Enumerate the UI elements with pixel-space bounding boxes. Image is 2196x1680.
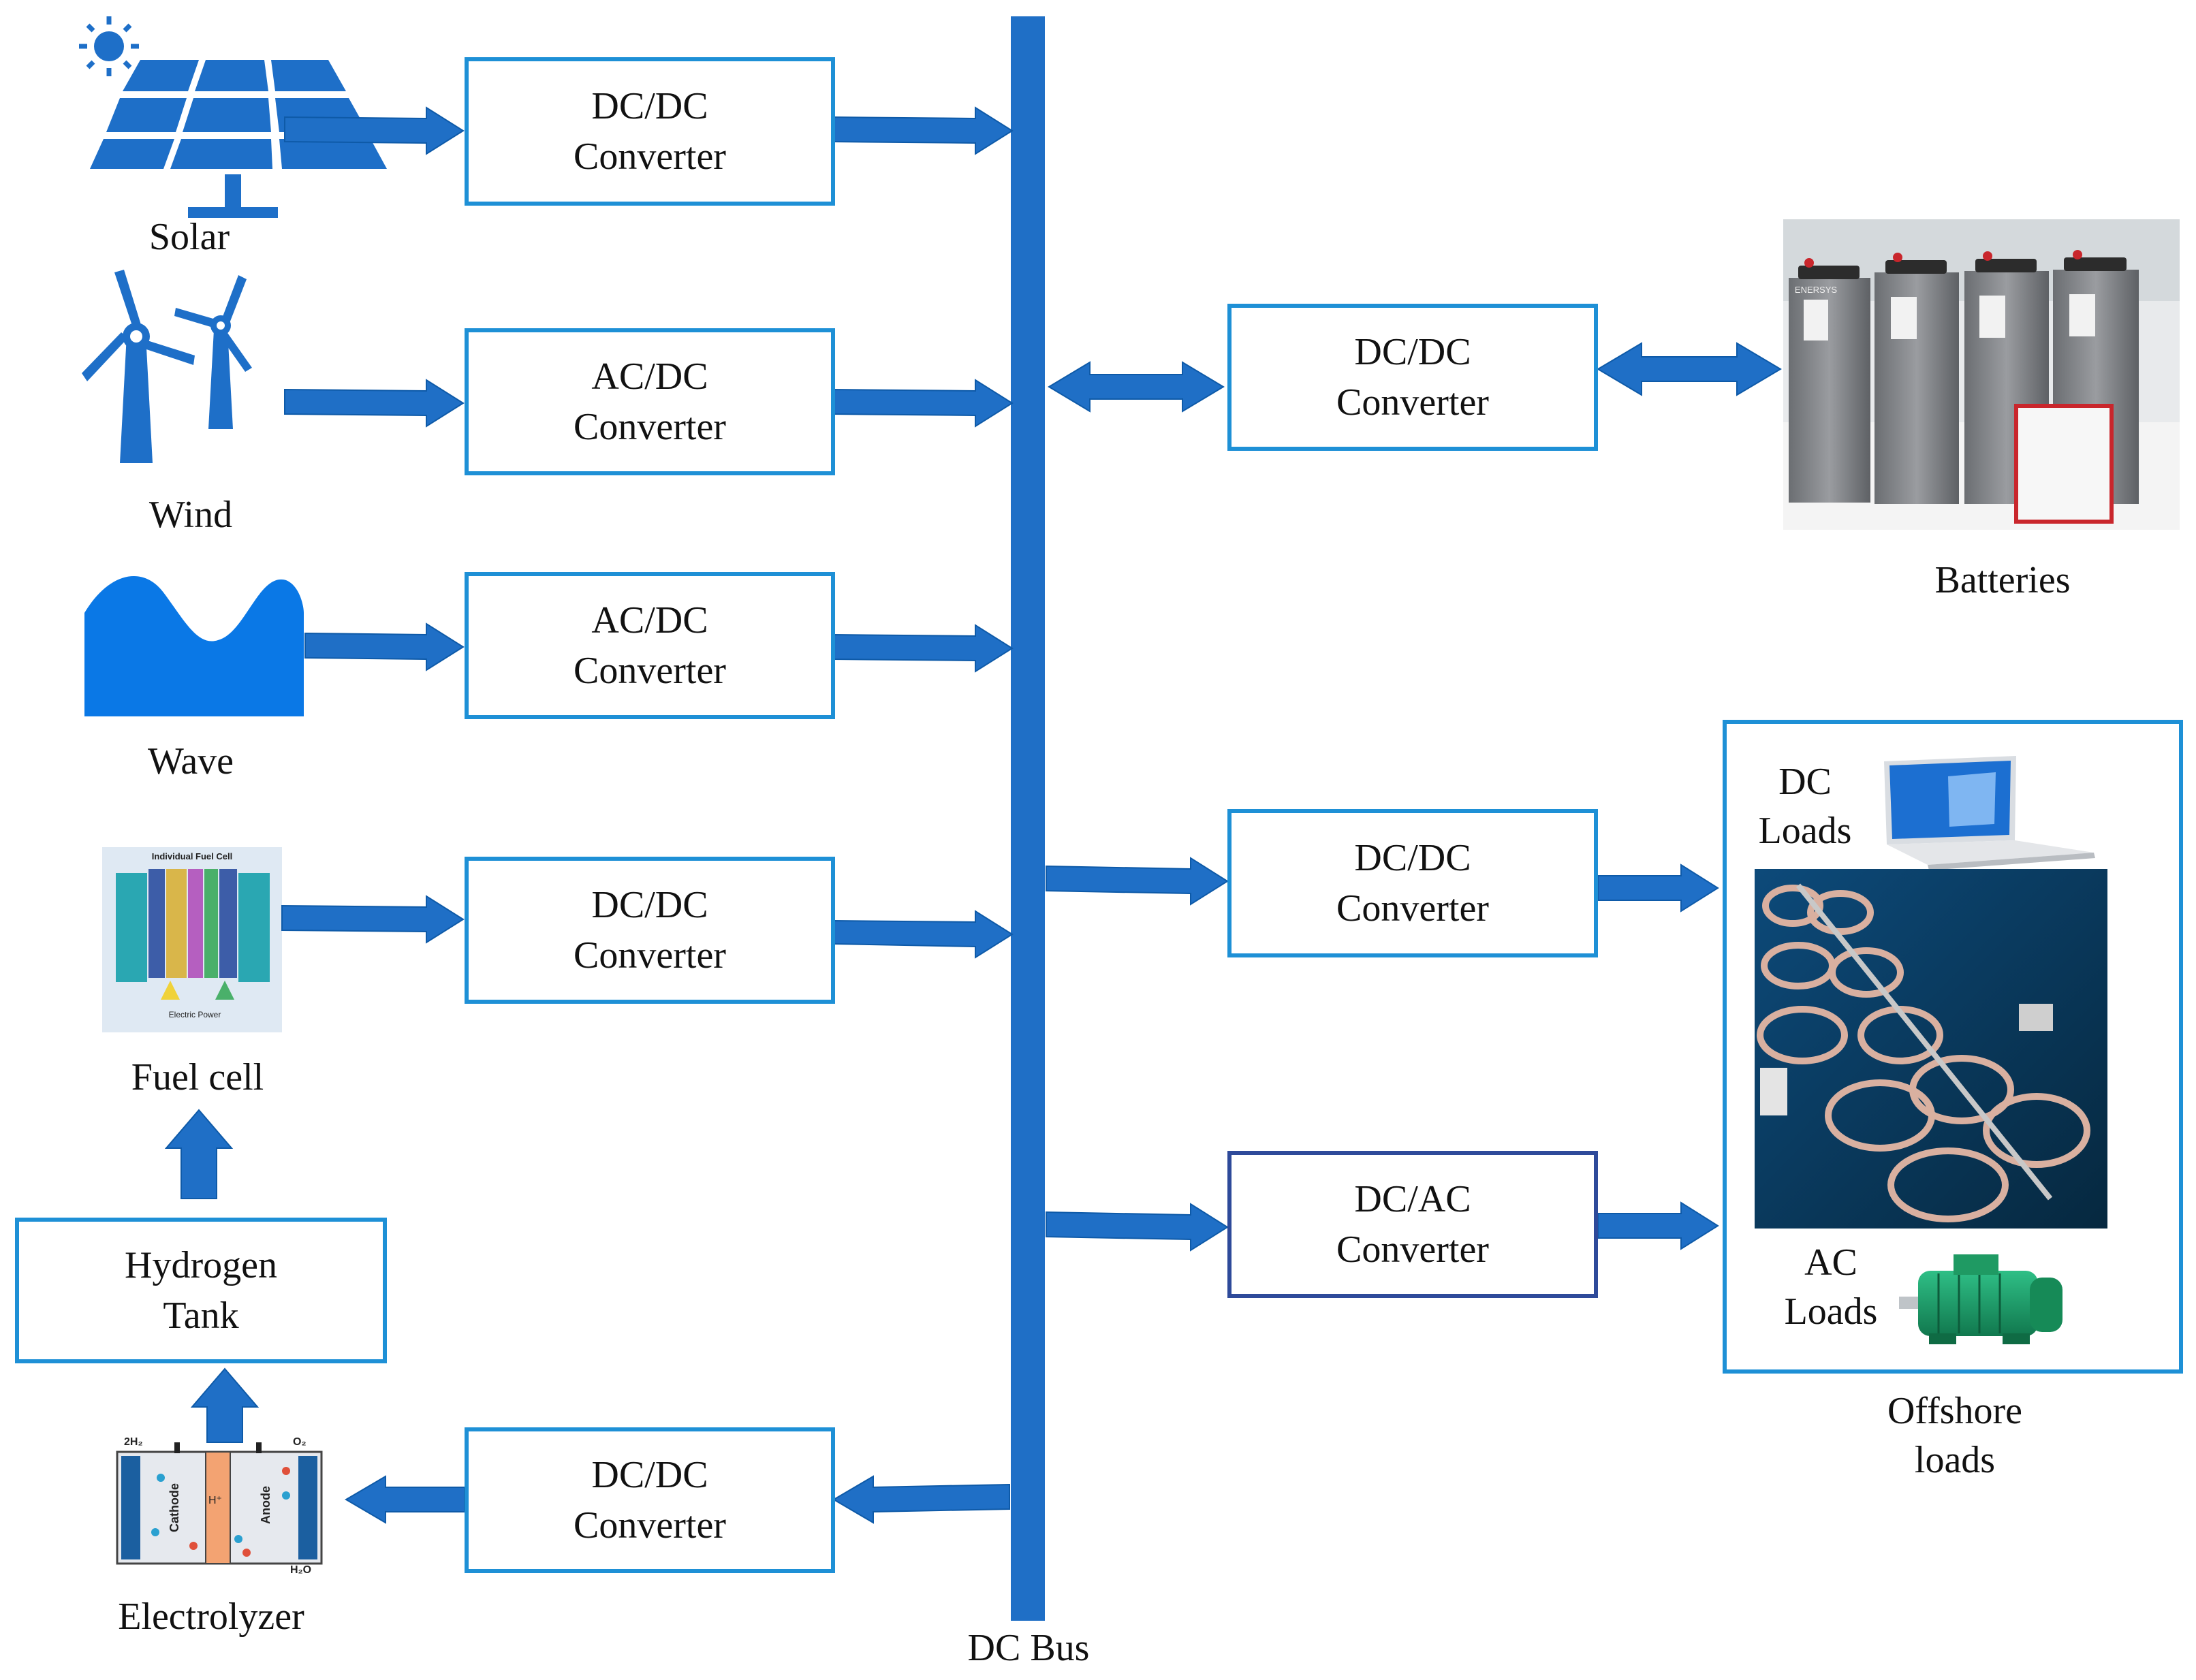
ac-loads-line1: AC xyxy=(1804,1241,1857,1284)
arrow-bus-battery-bidir xyxy=(1048,361,1225,413)
wind-converter-line1: AC/DC xyxy=(591,355,708,398)
battery-converter-line1: DC/DC xyxy=(1354,331,1471,373)
wind-converter-line2: Converter xyxy=(574,406,726,448)
electrolyzer-h2o-label: H₂O xyxy=(290,1564,311,1576)
offshore-loads-frame xyxy=(1723,720,2183,1374)
arrow-electrolyzer-to-tank xyxy=(190,1367,260,1443)
arrow-ac-conv-to-loads xyxy=(1597,1201,1719,1250)
electrolyzer-icon: Cathode Anode H⁺ 2H₂ O₂ H₂O xyxy=(116,1436,323,1576)
batteries-label: Batteries xyxy=(1934,559,2071,601)
arrow-fuelcell-conv-to-bus xyxy=(833,910,1014,959)
electrolyzer-h2-label: 2H₂ xyxy=(124,1436,143,1448)
fuel-cell-label: Fuel cell xyxy=(131,1056,264,1098)
hydrogen-tank-box: Hydrogen Tank xyxy=(15,1218,387,1363)
battery-converter-box: DC/DC Converter xyxy=(1227,304,1598,451)
arrow-wave-conv-to-bus xyxy=(833,624,1014,673)
arrow-bus-to-ac-loads-conv xyxy=(1046,1203,1229,1252)
electrolyzer-converter-box: DC/DC Converter xyxy=(465,1427,835,1573)
electrolyzer-anode-label: Anode xyxy=(259,1486,272,1524)
solar-converter-line1: DC/DC xyxy=(591,85,708,127)
offshore-loads-line2: loads xyxy=(1914,1439,1996,1481)
wave-converter-box: AC/DC Converter xyxy=(465,572,835,719)
electrolyzer-label: Electrolyzer xyxy=(118,1596,304,1638)
solar-converter-box: DC/DC Converter xyxy=(465,57,835,206)
dc-bus-label: DC Bus xyxy=(967,1627,1090,1669)
fish-farm-photo xyxy=(1755,869,2107,1229)
dc-loads-converter-box: DC/DC Converter xyxy=(1227,809,1598,957)
arrow-dc-conv-to-loads xyxy=(1597,863,1719,913)
dc-loads-line2: Loads xyxy=(1758,810,1852,852)
arrow-wind-to-conv xyxy=(284,379,465,428)
battery-converter-line2: Converter xyxy=(1336,381,1489,424)
fuel-cell-electric-label: Electric Power xyxy=(169,1010,221,1019)
arrow-wind-conv-to-bus xyxy=(833,379,1014,428)
electrolyzer-ion-label: H⁺ xyxy=(208,1495,222,1506)
electrolyzer-converter-line1: DC/DC xyxy=(591,1454,708,1496)
offshore-loads-label: Offshore loads xyxy=(1853,1386,2057,1485)
ac-motor-icon xyxy=(1899,1254,2062,1344)
ac-loads-line2: Loads xyxy=(1784,1290,1878,1333)
dc-loads-label: DC Loads xyxy=(1744,757,1866,855)
dc-loads-converter-line2: Converter xyxy=(1336,887,1489,930)
fuelcell-converter-line1: DC/DC xyxy=(591,884,708,926)
hydrogen-tank-line1: Hydrogen xyxy=(125,1244,277,1286)
arrow-conv-to-electrolyzer xyxy=(345,1475,465,1524)
arrow-conv-battery-bidir xyxy=(1597,342,1782,396)
fuel-cell-diagram: Individual Fuel Cell Electric Power xyxy=(102,847,282,1032)
arrow-wave-to-conv xyxy=(304,622,465,671)
arrow-fuelcell-to-conv xyxy=(281,895,465,944)
dc-loads-line1: DC xyxy=(1778,761,1832,803)
ac-loads-converter-line1: DC/AC xyxy=(1354,1178,1471,1220)
wind-converter-box: AC/DC Converter xyxy=(465,328,835,475)
wave-label: Wave xyxy=(147,740,234,782)
dc-loads-converter-line1: DC/DC xyxy=(1354,837,1471,879)
wind-turbine-icon xyxy=(82,270,252,463)
ac-loads-converter-line2: Converter xyxy=(1336,1229,1489,1271)
solar-panel-icon xyxy=(79,16,387,218)
ac-loads-converter-box: DC/AC Converter xyxy=(1227,1151,1598,1298)
offshore-loads-line1: Offshore xyxy=(1887,1390,2023,1432)
fuel-cell-title: Individual Fuel Cell xyxy=(152,851,232,861)
arrow-solar-to-conv xyxy=(284,106,465,155)
laptop-icon xyxy=(1884,756,2095,870)
dc-bus-bar xyxy=(1011,16,1045,1621)
electrolyzer-converter-line2: Converter xyxy=(574,1504,726,1547)
hydrogen-tank-line2: Tank xyxy=(163,1295,239,1337)
solar-label: Solar xyxy=(148,216,230,258)
wave-icon xyxy=(84,576,304,716)
arrow-bus-to-electrolyzer-conv xyxy=(832,1475,1010,1524)
fuelcell-converter-line2: Converter xyxy=(574,934,726,977)
arrow-tank-to-fuelcell xyxy=(164,1109,234,1199)
solar-converter-line2: Converter xyxy=(574,136,726,178)
wave-converter-line1: AC/DC xyxy=(591,599,708,641)
ac-loads-label: AC Loads xyxy=(1770,1238,1892,1336)
arrow-solar-conv-to-bus xyxy=(833,106,1014,155)
fuelcell-converter-box: DC/DC Converter xyxy=(465,857,835,1004)
electrolyzer-cathode-label: Cathode xyxy=(168,1483,181,1532)
wave-converter-line2: Converter xyxy=(574,650,726,692)
arrow-bus-to-dc-loads-conv xyxy=(1046,857,1229,906)
battery-brand-label: ENERSYS xyxy=(1795,285,1837,295)
batteries-photo: ENERSYS xyxy=(1783,219,2180,530)
electrolyzer-o2-label: O₂ xyxy=(293,1436,307,1448)
wind-label: Wind xyxy=(148,494,233,536)
